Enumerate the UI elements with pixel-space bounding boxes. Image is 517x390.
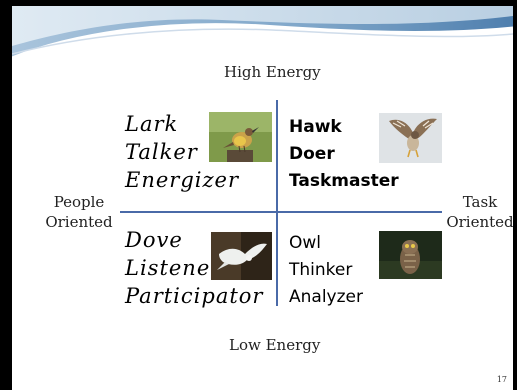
- lark-photo-icon: [209, 112, 272, 162]
- hawk-title: Hawk: [289, 117, 342, 137]
- hawk-style: Taskmaster: [289, 171, 399, 191]
- dove-style: Participator: [125, 284, 264, 308]
- people-oriented-line2: Oriented: [45, 213, 113, 231]
- lark-quadrant-text: Lark Talker Energizer: [125, 110, 239, 194]
- lark-style: Energizer: [125, 168, 240, 192]
- slide-frame-top: [0, 0, 517, 6]
- dove-quadrant-text: Dove Listener Participator: [125, 226, 263, 310]
- lark-role: Talker: [125, 140, 198, 164]
- owl-photo-icon: [379, 231, 442, 279]
- horizontal-axis: [120, 211, 442, 213]
- task-oriented-line1: Task: [462, 193, 498, 211]
- slide-frame-right: [513, 0, 517, 390]
- owl-style: Analyzer: [289, 287, 363, 307]
- high-energy-label: High Energy: [224, 63, 321, 81]
- people-oriented-line1: People: [53, 193, 105, 211]
- page-number: 17: [496, 375, 507, 384]
- hawk-photo-icon: [379, 113, 442, 163]
- hawk-role: Doer: [289, 144, 335, 164]
- wave-header-decoration: [12, 6, 513, 60]
- lark-title: Lark: [125, 112, 179, 136]
- task-oriented-label: Task Oriented: [444, 192, 513, 232]
- slide-frame-left: [0, 0, 12, 390]
- dove-photo-icon: [211, 232, 272, 280]
- task-oriented-line2: Oriented: [446, 213, 513, 231]
- slide-canvas: High Energy Low Energy People Oriented T…: [12, 6, 513, 390]
- hawk-quadrant-text: Hawk Doer Taskmaster: [289, 114, 399, 195]
- people-oriented-label: People Oriented: [40, 192, 118, 232]
- low-energy-label: Low Energy: [229, 336, 321, 354]
- dove-role: Listener: [125, 256, 222, 280]
- dove-title: Dove: [125, 228, 183, 252]
- vertical-axis: [276, 100, 278, 306]
- owl-title: Owl: [289, 233, 322, 253]
- owl-quadrant-text: Owl Thinker Analyzer: [289, 230, 363, 311]
- owl-role: Thinker: [289, 260, 353, 280]
